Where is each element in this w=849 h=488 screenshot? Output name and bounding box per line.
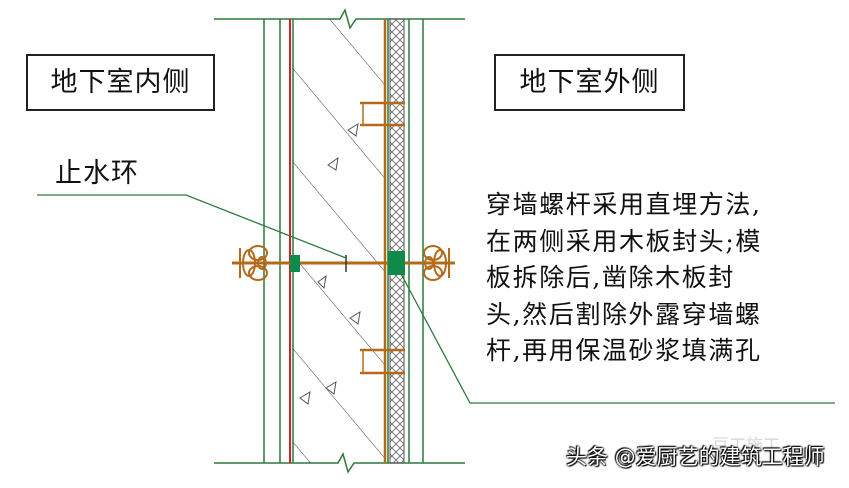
outside-label: 地下室外侧 (494, 54, 685, 111)
note-leader (399, 271, 835, 404)
outer-tie-bars (360, 101, 405, 375)
water-stop-leader (37, 194, 347, 259)
inside-label: 地下室内侧 (26, 54, 215, 111)
inner-formwork (263, 19, 281, 463)
note-line: 穿墙螺杆采用直埋方法, (486, 190, 762, 219)
construction-note: 穿墙螺杆采用直埋方法, 在两侧采用木板封头;模 板拆除后,凿除木板封 头,然后割… (486, 187, 846, 370)
outer-wood-plug (388, 251, 405, 275)
insulation-layer (389, 18, 405, 464)
note-line: 杆,再用保温砂浆填满孔 (486, 336, 762, 365)
right-wing-nut (423, 245, 450, 281)
inner-wood-plug (290, 255, 300, 272)
watermark-logo: 豆工施工 (712, 436, 780, 456)
water-stop-ring-label: 止水环 (55, 158, 139, 189)
note-line: 头,然后割除外露穿墙螺 (486, 299, 762, 329)
left-wing-nut (239, 245, 268, 281)
watermark-text: 头条 @爱厨艺的建筑工程师 (566, 445, 825, 469)
outer-formwork (408, 19, 424, 463)
note-line: 板拆除后,凿除木板封 (486, 263, 735, 292)
concrete-wall (293, 19, 385, 463)
aggregate-marks (299, 123, 361, 405)
note-line: 在两侧采用木板封头;模 (486, 226, 763, 256)
